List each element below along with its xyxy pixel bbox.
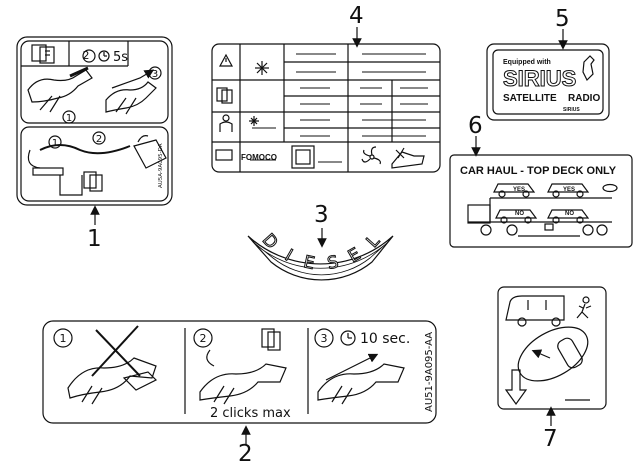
hand-nozzle-sketch-2 bbox=[105, 69, 157, 115]
callout-6: 6 bbox=[468, 113, 483, 139]
dog-icon bbox=[582, 55, 595, 82]
snowflake-icon bbox=[249, 116, 259, 126]
book-icon bbox=[83, 171, 103, 192]
label-2-step-1: 1 bbox=[60, 332, 67, 345]
book-icon bbox=[261, 328, 281, 351]
van-icon bbox=[505, 295, 565, 327]
diesel-letter-s: S bbox=[326, 252, 341, 274]
snowflake-icon bbox=[255, 61, 269, 75]
person-icon bbox=[219, 114, 233, 132]
engine-icon bbox=[215, 149, 233, 161]
label-1-time: 5s bbox=[113, 50, 128, 65]
clock-icon bbox=[340, 330, 356, 346]
label-5-small-brand: SIRIUS bbox=[563, 107, 580, 113]
label-4-brand: FOMOCO bbox=[241, 153, 277, 162]
down-arrow-icon bbox=[504, 369, 528, 406]
label-1-lower-step-2: 2 bbox=[96, 134, 102, 145]
label-1-part-number: AU5A-9A095-DA bbox=[158, 143, 164, 188]
label-2-part-number: AU51-9A095-AA bbox=[424, 332, 435, 412]
handle-rotation-icon bbox=[517, 326, 589, 382]
hand-nozzle-sketch-step-1 bbox=[67, 325, 158, 405]
callout-7: 7 bbox=[543, 426, 558, 452]
label-2-refuel-steps bbox=[42, 320, 437, 424]
warning-icon bbox=[218, 53, 234, 67]
label-3-diesel-decal bbox=[247, 235, 394, 281]
label-2-footer: 2 clicks max bbox=[210, 406, 291, 421]
label-6-yes-1: YES bbox=[513, 187, 525, 193]
label-5-radio: RADIO bbox=[568, 93, 600, 104]
clock-icon bbox=[98, 50, 110, 62]
car-icon bbox=[493, 183, 536, 198]
label-7-van-warning bbox=[497, 286, 607, 410]
label-1-refuel-instructions bbox=[16, 36, 173, 206]
book-icon bbox=[216, 87, 233, 104]
label-6-no-2: NO bbox=[565, 211, 574, 217]
car-icon bbox=[547, 183, 590, 198]
label-2-step-2: 2 bbox=[200, 332, 207, 345]
diesel-letter-e: E bbox=[302, 252, 317, 274]
car-icon bbox=[495, 209, 538, 224]
label-6-car-haul bbox=[449, 154, 633, 248]
callout-5: 5 bbox=[555, 6, 570, 32]
hand-nozzle-sketch-step-3 bbox=[317, 353, 405, 405]
callout-1: 1 bbox=[87, 226, 102, 252]
label-6-no-1: NO bbox=[515, 211, 524, 217]
label-1-step-1-number: 1 bbox=[66, 113, 72, 124]
running-person-icon bbox=[576, 296, 592, 319]
label-6-title: CAR HAUL - TOP DECK ONLY bbox=[460, 165, 617, 177]
truck-icon bbox=[467, 197, 612, 237]
label-5-equipped-with: Equipped with bbox=[503, 59, 551, 66]
callout-2: 2 bbox=[238, 441, 253, 467]
label-4-climate-chart bbox=[211, 43, 441, 173]
label-1-step-3-number: 3 bbox=[152, 69, 158, 80]
callout-3: 3 bbox=[314, 202, 329, 228]
label-1-lower-step-1: 1 bbox=[52, 138, 58, 149]
diesel-letter-d: D bbox=[258, 230, 282, 253]
label-2-time: 10 sec. bbox=[360, 331, 410, 347]
label-5-sirius-radio bbox=[486, 43, 610, 121]
label-5-satellite: SATELLITE bbox=[503, 93, 557, 104]
label-6-yes-2: YES bbox=[563, 187, 575, 193]
hand-nozzle-sketch-step-2 bbox=[199, 349, 287, 405]
callout-leaders bbox=[90, 27, 568, 445]
car-icon bbox=[547, 209, 590, 224]
hand-icon bbox=[391, 147, 425, 169]
label-1-step-2-number: 2 bbox=[83, 49, 90, 62]
callout-4: 4 bbox=[349, 3, 364, 29]
book-icon bbox=[31, 44, 55, 64]
label-5-brand: SIRIUS bbox=[503, 66, 576, 91]
fan-icon bbox=[361, 146, 381, 165]
hand-nozzle-sketch-1 bbox=[27, 66, 93, 113]
label-2-step-3: 3 bbox=[321, 332, 328, 345]
